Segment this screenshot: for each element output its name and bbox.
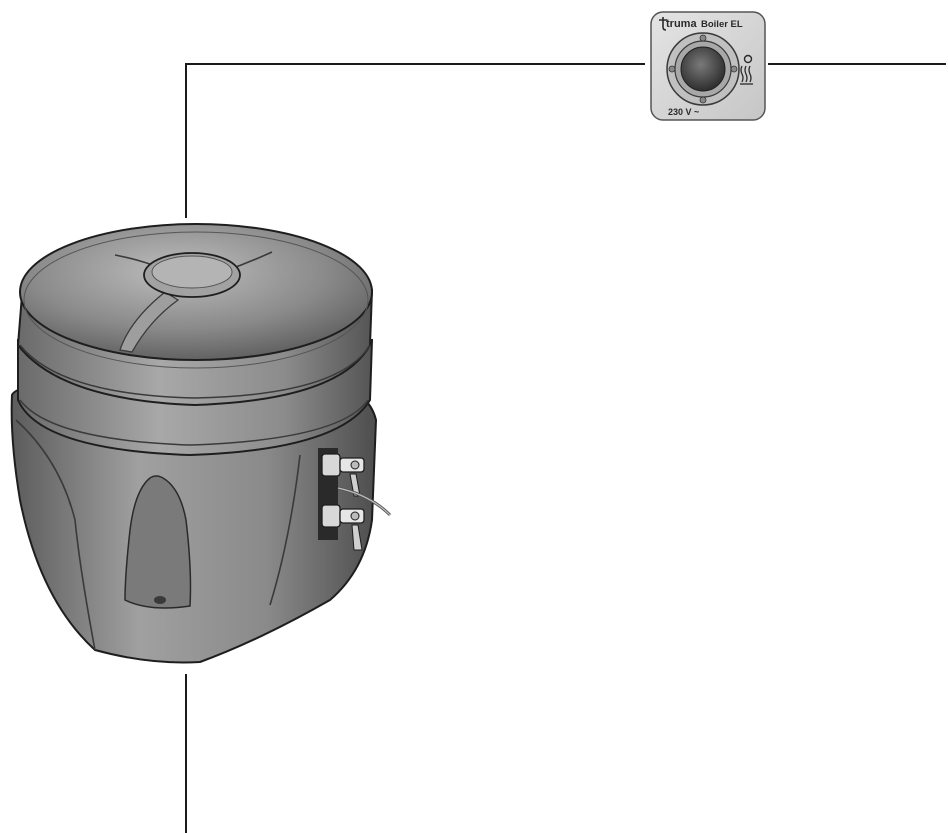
- drain-plug: [154, 596, 166, 604]
- control-panel: truma Boiler EL 230 V ~: [650, 11, 766, 121]
- water-connector-icon: [318, 448, 392, 551]
- base-facet-right: [269, 454, 301, 606]
- base-facet-left: [15, 419, 96, 651]
- band-groove: [19, 399, 369, 446]
- knob-marker-right: [730, 65, 738, 73]
- boiler-unit: [10, 223, 392, 664]
- truma-logo-icon: [659, 17, 667, 31]
- lid-cap-top: [151, 255, 233, 289]
- wiring-lines: [185, 63, 946, 833]
- lid-rim: [23, 231, 369, 369]
- panel-brand: truma: [666, 18, 697, 30]
- base-recess: [124, 475, 192, 609]
- off-circle-icon: [743, 54, 753, 64]
- wire-top-left: [185, 63, 645, 218]
- panel-model: Boiler EL: [701, 19, 743, 30]
- rotary-knob-icon: [680, 46, 726, 92]
- knob-marker-top: [699, 34, 707, 42]
- cylinder-groove: [19, 344, 371, 399]
- panel-voltage: 230 V ~: [668, 107, 699, 117]
- knob-marker-bottom: [699, 96, 707, 104]
- lid-rib-left: [119, 291, 180, 353]
- rotary-knob[interactable]: [666, 32, 740, 106]
- heat-waves-icon: [740, 65, 753, 85]
- knob-marker-left: [668, 65, 676, 73]
